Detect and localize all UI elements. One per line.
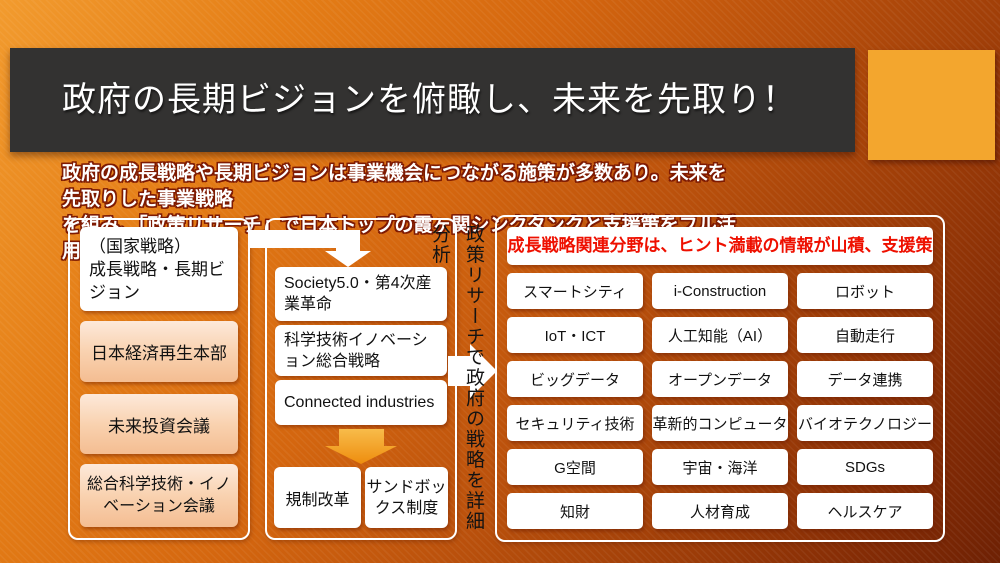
policy-research-vertical-label: 政策リサーチで政府の戦略を詳細分析 <box>429 224 484 532</box>
grid-cell-big-data: ビッグデータ <box>507 361 643 397</box>
box-connected-industries: Connected industries <box>275 380 447 425</box>
grid-cell-biotechnology: バイオテクノロジー <box>797 405 933 441</box>
grid-cell-open-data: オープンデータ <box>652 361 788 397</box>
grid-cell-hr-development: 人材育成 <box>652 493 788 529</box>
box-national-strategy-vision: （国家戦略） 成長戦略・長期ビジョン <box>80 227 238 311</box>
national-strategy-panel <box>68 218 250 540</box>
grid-cell-iot-ict: IoT・ICT <box>507 317 643 353</box>
slide-title: 政府の長期ビジョンを俯瞰し、未来を先取り！ <box>62 81 797 119</box>
accent-square <box>868 50 995 160</box>
box-national-strategy-body: 成長戦略・長期ビジョン <box>89 260 225 302</box>
grid-cell-ai: 人工知能（AI） <box>652 317 788 353</box>
box-sandbox-system: サンドボックス制度 <box>365 467 448 528</box>
grid-cell-smart-city: スマートシティ <box>507 273 643 309</box>
box-future-investment-council: 未来投資会議 <box>80 394 238 454</box>
grid-cell-space-ocean: 宇宙・海洋 <box>652 449 788 485</box>
grid-cell-g-space: G空間 <box>507 449 643 485</box>
title-band: 政府の長期ビジョンを俯瞰し、未来を先取り！ <box>10 48 855 152</box>
box-society5-4th-industry: Society5.0・第4次産業革命 <box>275 267 447 321</box>
related-fields-header: 成長戦略関連分野は、ヒント満載の情報が山積、支援策は多数あり <box>507 227 933 293</box>
box-regulatory-reform: 規制改革 <box>274 467 361 528</box>
grid-cell-data-linkage: データ連携 <box>797 361 933 397</box>
grid-cell-ip: 知財 <box>507 493 643 529</box>
box-japan-economic-revitalization-hq: 日本経済再生本部 <box>80 321 238 382</box>
subtitle-line-1: 政府の成長戦略や長期ビジョンは事業機会につながる施策が多数あり。未来を先取りした… <box>62 163 727 210</box>
grid-cell-innovative-computer: 革新的コンピュータ <box>652 405 788 441</box>
grid-cell-healthcare: ヘルスケア <box>797 493 933 529</box>
grid-cell-autonomous-driving: 自動走行 <box>797 317 933 353</box>
grid-cell-sdgs: SDGs <box>797 449 933 485</box>
box-cstip-council: 総合科学技術・イノベーション会議 <box>80 464 238 527</box>
box-sti-comprehensive-strategy: 科学技術イノベーション総合戦略 <box>275 325 447 376</box>
box-national-strategy-label: （国家戦略） <box>89 237 191 256</box>
grid-cell-i-construction: i-Construction <box>652 273 788 309</box>
grid-cell-robot: ロボット <box>797 273 933 309</box>
grid-cell-security-tech: セキュリティ技術 <box>507 405 643 441</box>
related-fields-grid: スマートシティ i-Construction ロボット IoT・ICT 人工知能… <box>507 273 933 529</box>
